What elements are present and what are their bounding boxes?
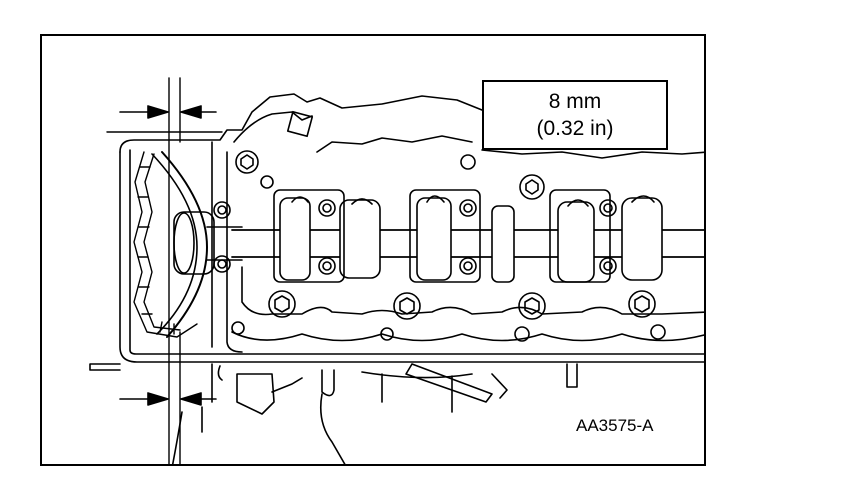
lower-components bbox=[89, 363, 578, 464]
dimension-lines bbox=[106, 77, 223, 464]
cylinder-head-illustration bbox=[89, 77, 704, 464]
measurement-callout: 8 mm (0.32 in) bbox=[482, 80, 668, 150]
bearing-caps bbox=[213, 189, 617, 283]
dimension-arrows bbox=[119, 105, 217, 406]
measurement-metric: 8 mm bbox=[548, 90, 602, 113]
figure-id-label: AA3575-A bbox=[576, 416, 654, 435]
illustration-frame: 8 mm (0.32 in) AA3575-A bbox=[40, 34, 706, 466]
camshaft bbox=[231, 195, 704, 283]
timing-chain bbox=[133, 151, 198, 338]
cylinder-head-outline bbox=[119, 93, 704, 363]
head-bolts bbox=[231, 150, 666, 342]
measurement-imperial: (0.32 in) bbox=[536, 117, 614, 140]
timing-sprocket bbox=[151, 151, 243, 338]
